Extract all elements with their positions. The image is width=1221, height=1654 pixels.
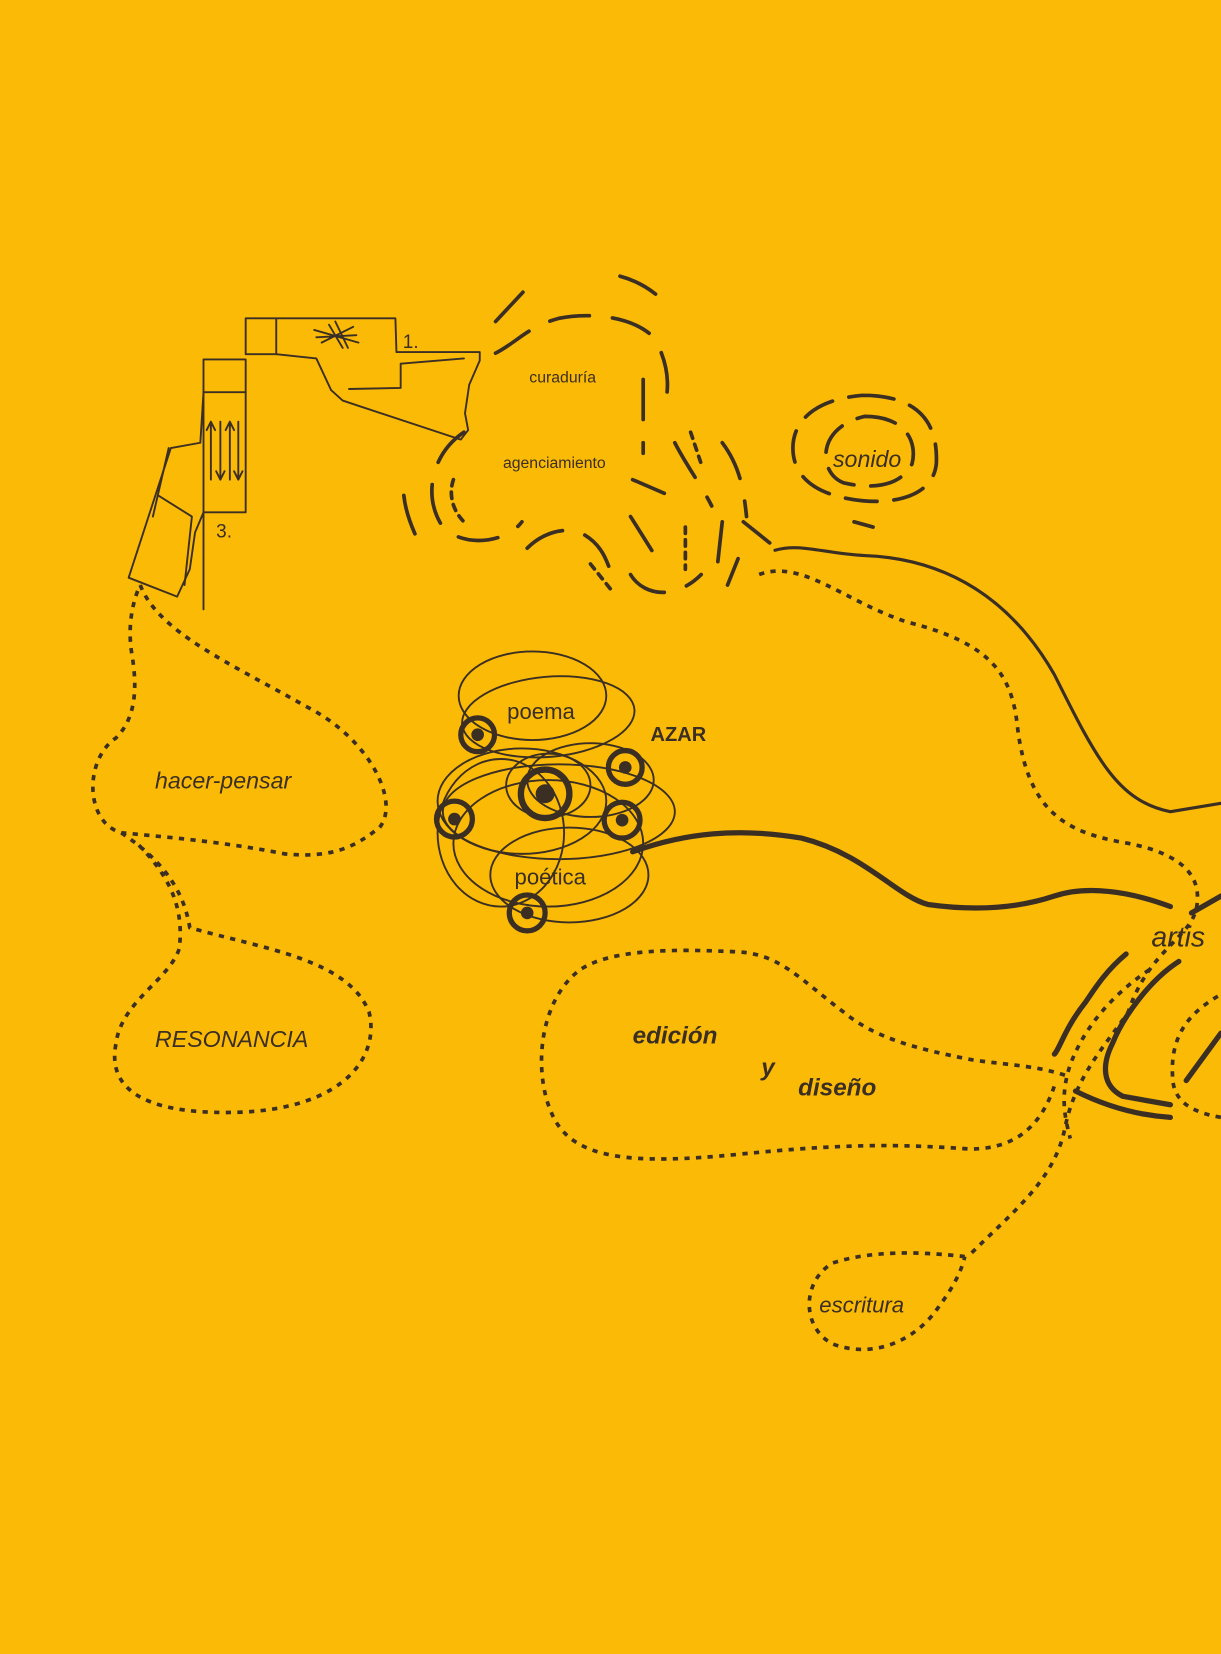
floor-plan — [127, 317, 481, 611]
solid-thin-connector — [773, 546, 1221, 814]
curaduria-label: curaduría — [529, 370, 596, 387]
sonido-label: sonido — [833, 446, 901, 472]
azar-label: AZAR — [651, 724, 707, 746]
target-icon — [506, 892, 548, 934]
target-icon — [433, 798, 476, 840]
target-icon — [517, 766, 573, 822]
plan-label-1: 1. — [403, 332, 419, 353]
edicion-diseno-region — [539, 948, 1066, 1161]
y-label: y — [760, 1054, 776, 1081]
sonido-cloud — [791, 393, 939, 529]
dotted-connector-edicion — [1062, 968, 1151, 1139]
poema-label: poema — [507, 699, 575, 724]
escritura-region — [807, 1251, 967, 1352]
target-icon — [605, 747, 645, 787]
poetica-label: poética — [515, 864, 587, 889]
artista-label: artis — [1151, 922, 1205, 954]
diseno-label: diseño — [798, 1074, 876, 1101]
resonancia-region — [112, 831, 373, 1115]
agenciamiento-label: agenciamiento — [503, 455, 606, 472]
arrows-icon — [205, 420, 244, 481]
hacer-pensar-label: hacer-pensar — [155, 768, 292, 794]
thick-connector — [630, 830, 1174, 911]
edicion-label: edición — [633, 1023, 718, 1050]
dotted-connector-artista — [1170, 994, 1221, 1120]
escritura-label: escritura — [819, 1292, 904, 1317]
target-icon — [601, 799, 643, 841]
plan-label-3: 3. — [216, 522, 232, 543]
hacer-pensar-region — [91, 584, 388, 857]
resonancia-label: RESONANCIA — [155, 1026, 308, 1052]
target-circles — [433, 715, 645, 934]
dotted-connector-top — [758, 569, 1200, 1256]
curaduria-cloud — [401, 274, 772, 595]
target-icon — [458, 715, 498, 755]
star-scribble-icon — [313, 320, 360, 349]
artista-lines — [1051, 893, 1221, 1121]
